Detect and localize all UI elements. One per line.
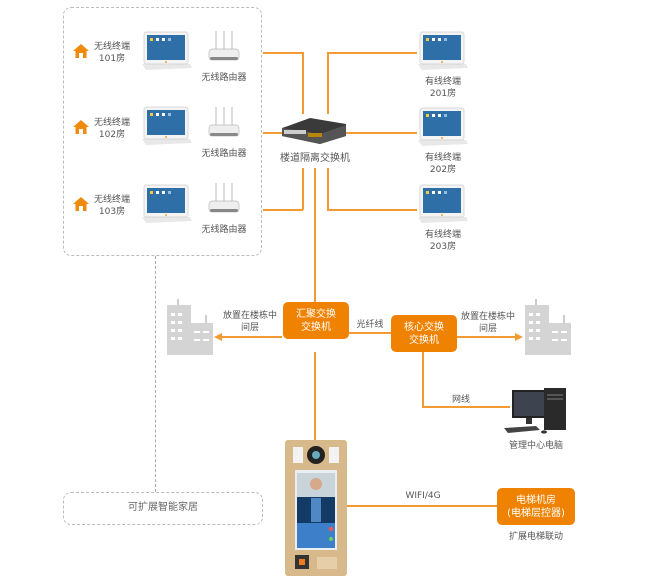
placement-label: 间层 — [240, 323, 259, 333]
wireless-terminal-tablet — [138, 28, 194, 72]
wireless-terminal-tablet — [138, 181, 194, 225]
wireless-terminal-room: 101房 — [98, 54, 126, 64]
connector-line — [347, 505, 497, 507]
elevator-room-box: 电梯机房 (电梯层控器) — [497, 488, 575, 525]
placement-label: 间层 — [478, 324, 497, 334]
wireless-terminal-group — [63, 7, 262, 256]
placement-label: 放置在楼栋中 — [460, 312, 515, 322]
connector-line — [220, 336, 282, 338]
smart-home-box — [63, 492, 263, 525]
wired-terminal-tablet — [414, 104, 470, 148]
wired-terminal-label: 有线终端 — [424, 77, 461, 87]
fiber-label: 光纤线 — [356, 320, 384, 330]
wired-terminal-room: 202房 — [429, 165, 457, 175]
management-pc-label: 管理中心电脑 — [508, 441, 563, 451]
dashed-connector — [155, 256, 156, 492]
wireless-router-icon — [204, 28, 244, 68]
wireless-router-icon — [204, 104, 244, 144]
arrow-right-icon — [515, 333, 523, 341]
wireless-terminal-room: 102房 — [98, 130, 126, 140]
management-pc-icon — [500, 386, 572, 438]
connector-line — [422, 406, 510, 408]
aggregation-switch-box: 汇聚交换 交换机 — [283, 302, 349, 339]
wired-terminal-room: 201房 — [429, 89, 457, 99]
elevator-caption: 扩展电梯联动 — [508, 532, 563, 542]
connector-line — [302, 168, 304, 210]
wifi-4g-label: WIFI/4G — [405, 491, 441, 501]
wired-terminal-tablet — [414, 181, 470, 225]
arrow-left-icon — [214, 333, 222, 341]
home-icon — [73, 120, 89, 134]
connector-line — [327, 52, 417, 54]
connector-line — [327, 52, 329, 114]
building-icon — [523, 299, 573, 355]
connector-line — [327, 209, 417, 211]
wireless-router-label: 无线路由器 — [201, 225, 247, 235]
connector-line — [346, 132, 417, 134]
connector-line — [422, 352, 424, 407]
smart-home-label: 可扩展智能家居 — [128, 502, 198, 513]
connector-line — [327, 168, 329, 210]
connector-line — [314, 352, 316, 442]
home-icon — [73, 44, 89, 58]
wireless-terminal-room: 103房 — [98, 207, 126, 217]
connector-line — [302, 52, 304, 114]
wireless-router-label: 无线路由器 — [201, 149, 247, 159]
floor-isolation-switch-icon — [280, 116, 348, 146]
aggregation-switch-line1: 汇聚交换 — [296, 308, 336, 320]
connector-line — [349, 332, 391, 334]
wireless-router-icon — [204, 180, 244, 220]
elevator-room-line2: (电梯层控器) — [507, 507, 565, 519]
wired-terminal-label: 有线终端 — [424, 230, 461, 240]
connector-line — [263, 209, 303, 211]
door-station-device — [285, 440, 347, 576]
placement-label: 放置在楼栋中 — [222, 311, 277, 321]
wireless-terminal-label: 无线终端 — [93, 195, 130, 205]
core-switch-line1: 核心交换 — [404, 321, 444, 333]
connector-line — [263, 132, 285, 134]
connector-line — [263, 52, 303, 54]
wireless-router-label: 无线路由器 — [201, 73, 247, 83]
aggregation-switch-line2: 交换机 — [301, 321, 331, 333]
core-switch-line2: 交换机 — [409, 334, 439, 346]
wireless-terminal-label: 无线终端 — [93, 118, 130, 128]
floor-isolation-switch-label: 楼道隔离交换机 — [280, 153, 350, 164]
building-icon — [165, 299, 215, 355]
connector-line — [314, 168, 316, 302]
network-cable-label: 网线 — [451, 395, 470, 405]
connector-line — [457, 336, 517, 338]
core-switch-box: 核心交换 交换机 — [391, 315, 457, 352]
elevator-room-line1: 电梯机房 — [516, 494, 556, 506]
wireless-terminal-tablet — [138, 103, 194, 147]
wireless-terminal-label: 无线终端 — [93, 42, 130, 52]
wired-terminal-room: 203房 — [429, 242, 457, 252]
wired-terminal-label: 有线终端 — [424, 153, 461, 163]
home-icon — [73, 197, 89, 211]
wired-terminal-tablet — [414, 28, 470, 72]
